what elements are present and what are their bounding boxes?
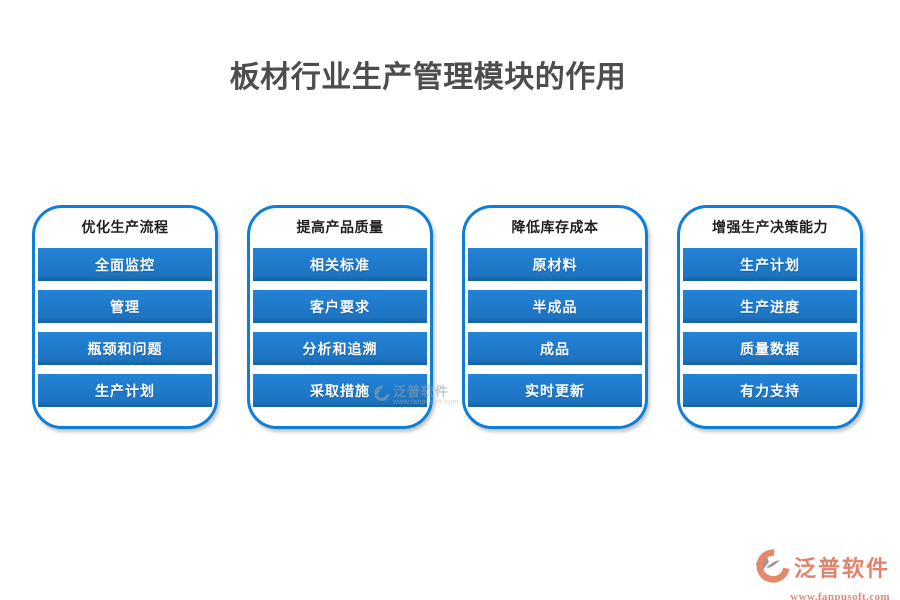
column-header: 优化生产流程	[81, 219, 169, 235]
column-header: 降低库存成本	[511, 219, 599, 235]
item-bar: 客户要求	[253, 290, 427, 323]
item-bar: 成品	[468, 332, 642, 365]
item-bar: 相关标准	[253, 248, 427, 281]
fanpu-swoosh-logo-icon	[754, 548, 791, 590]
item-bar: 实时更新	[468, 374, 642, 407]
column-body: 生产计划 生产进度 质量数据 有力支持	[680, 245, 860, 407]
footer-brand: 泛普软件 www.fanpusoft.com	[753, 548, 890, 600]
column-body: 全面监控 管理 瓶颈和问题 生产计划	[35, 245, 215, 407]
item-bar: 生产计划	[683, 248, 857, 281]
column-decision-ability: 增强生产决策能力 生产计划 生产进度 质量数据 有力支持	[677, 205, 863, 429]
footer-brand-url: www.fanpusoft.com	[790, 591, 890, 600]
item-bar: 瓶颈和问题	[38, 332, 212, 365]
column-inventory-cost: 降低库存成本 原材料 半成品 成品 实时更新	[462, 205, 648, 429]
column-body: 原材料 半成品 成品 实时更新	[465, 245, 645, 407]
item-bar: 半成品	[468, 290, 642, 323]
item-bar: 分析和追溯	[253, 332, 427, 365]
page-title: 板材行业生产管理模块的作用	[229, 61, 627, 94]
item-bar: 原材料	[468, 248, 642, 281]
item-bar: 生产计划	[38, 374, 212, 407]
item-bar: 采取措施	[253, 374, 427, 407]
item-bar: 管理	[38, 290, 212, 323]
column-header: 增强生产决策能力	[712, 219, 828, 235]
column-product-quality: 提高产品质量 相关标准 客户要求 分析和追溯 采取措施	[247, 205, 433, 429]
item-bar: 全面监控	[38, 248, 212, 281]
footer-brand-text: 泛普软件	[793, 555, 890, 581]
item-bar: 质量数据	[683, 332, 857, 365]
column-header: 提高产品质量	[296, 219, 384, 235]
column-optimize-process: 优化生产流程 全面监控 管理 瓶颈和问题 生产计划	[32, 205, 218, 429]
item-bar: 生产进度	[683, 290, 857, 323]
item-bar: 有力支持	[683, 374, 857, 407]
column-body: 相关标准 客户要求 分析和追溯 采取措施	[250, 245, 430, 407]
